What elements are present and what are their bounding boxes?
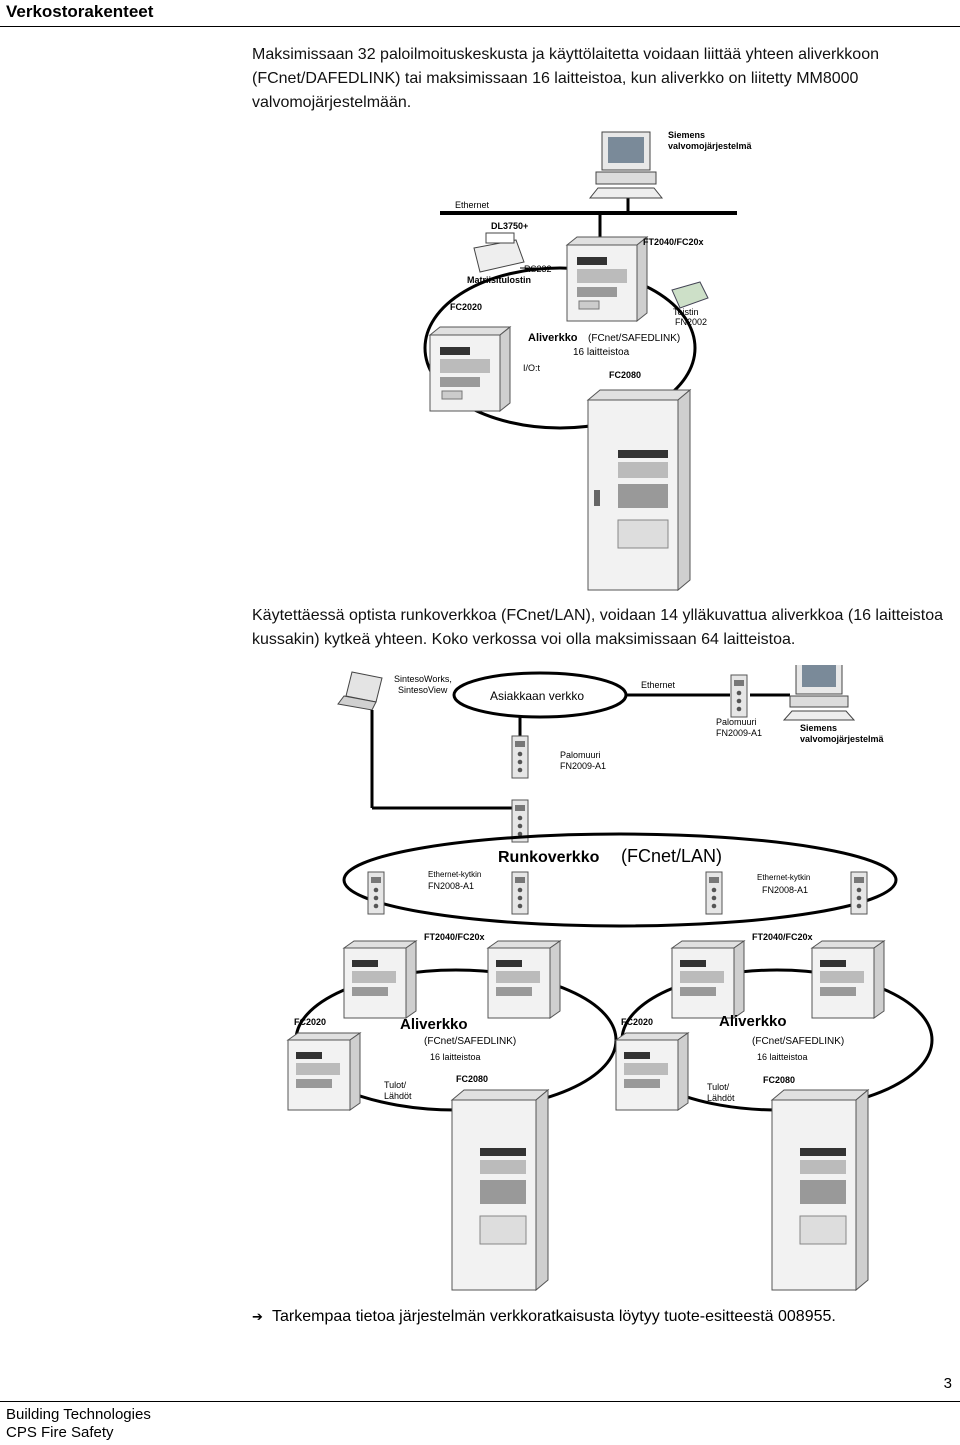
subnet-diagram: Ethernet Siemens valvomojärjestelmä DL37… [423, 130, 753, 591]
asiakkaan-verkko-label: Asiakkaan verkko [490, 689, 584, 703]
switch-module [850, 871, 868, 915]
aliverkko-label: Aliverkko [528, 332, 578, 344]
backbone-diagram: SintesoWorks, SintesoView Asiakkaan verk… [287, 665, 934, 1291]
fcnet-lan-label: (FCnet/LAN) [621, 846, 722, 866]
fc2020-right-label: FC2020 [621, 1017, 653, 1027]
safedlink-left-label: (FCnet/SAFEDLINK) [424, 1036, 516, 1047]
computer-icon [589, 131, 663, 199]
ft2040-panel [566, 236, 648, 322]
page-number: 3 [943, 1375, 952, 1392]
arrow-right-icon: ➔ [252, 1309, 263, 1324]
reference-note: ➔ Tarkempaa tietoa järjestelmän verkkora… [252, 1308, 836, 1326]
footer-division: CPS Fire Safety [6, 1424, 114, 1441]
valvomo-label: valvomojärjestelmä [668, 141, 753, 151]
safedlink-right-label: (FCnet/SAFEDLINK) [752, 1036, 844, 1047]
laitteistoa-label: 16 laitteistoa [573, 347, 630, 358]
reference-note-text: Tarkempaa tietoa järjestelmän verkkoratk… [272, 1308, 836, 1325]
footer-company: Building Technologies [6, 1406, 151, 1423]
fc2020-panel [287, 1032, 361, 1111]
computer-icon [783, 665, 855, 721]
lahdot-left-label: Lähdöt [384, 1091, 412, 1101]
ft2040-panel [671, 940, 745, 1019]
fc2020-panel [429, 326, 511, 412]
siemens-label: Siemens [800, 723, 837, 733]
tulot-left-label: Tulot/ [384, 1080, 407, 1090]
ethernet-label: Ethernet [455, 200, 490, 210]
section-title: Verkostorakenteet [6, 2, 154, 21]
io-label: I/O:t [523, 363, 541, 373]
ft2040-panel [343, 940, 417, 1019]
ft2040-label: FT2040/FC20x [643, 237, 704, 247]
fn2008-label: FN2008-A1 [428, 881, 474, 891]
fc2020-label: FC2020 [450, 302, 482, 312]
ethernet2-label: Ethernet [641, 680, 676, 690]
toistin-label: Toistin [673, 307, 699, 317]
fn2009-2-label: FN2009-A1 [560, 761, 606, 771]
fc2020-left-label: FC2020 [294, 1017, 326, 1027]
repeater-icon [671, 281, 709, 309]
dl3750-label: DL3750+ [491, 221, 528, 231]
laitteistoa-left-label: 16 laitteistoa [430, 1052, 481, 1062]
aliverkko-right-label: Aliverkko [719, 1013, 787, 1030]
sinteso-label: SintesoWorks, [394, 674, 452, 684]
printer-icon [473, 232, 525, 273]
fc2020-panel [615, 1032, 689, 1111]
fn2008-2-label: FN2008-A1 [762, 885, 808, 895]
matriisitulostin-label: Matriisitulostin [467, 275, 531, 285]
laitteistoa-right-label: 16 laitteistoa [757, 1052, 808, 1062]
valvomo-label: valvomojärjestelmä [800, 734, 885, 744]
firewall-module [730, 674, 748, 718]
eth-kytkin2-label: Ethernet-kytkin [757, 873, 810, 882]
switch-module [705, 871, 723, 915]
ft2040-right-label: FT2040/FC20x [752, 932, 813, 942]
fc2080-label: FC2080 [609, 370, 641, 380]
lahdot-right-label: Lähdöt [707, 1093, 735, 1103]
safedlink-label: (FCnet/SAFEDLINK) [588, 333, 680, 344]
fc2080-cabinet [451, 1089, 549, 1291]
ft2040-left-label: FT2040/FC20x [424, 932, 485, 942]
backbone-paragraph: Käytettäessä optista runkoverkkoa (FCnet… [252, 607, 944, 648]
intro-paragraph: Maksimissaan 32 paloilmoituskeskusta ja … [252, 46, 879, 111]
tulot-right-label: Tulot/ [707, 1082, 730, 1092]
runkoverkko-label: Runkoverkko [498, 849, 600, 866]
fc2080-right-label: FC2080 [763, 1075, 795, 1085]
fc2080-cabinet [771, 1089, 869, 1291]
palomuuri-label: Palomuuri [716, 717, 757, 727]
sintesoview-label: SintesoView [398, 685, 448, 695]
fn2009-label: FN2009-A1 [716, 728, 762, 738]
ft2040-panel [487, 940, 561, 1019]
firewall-module [511, 735, 529, 779]
fn2002-label: FN2002 [675, 317, 707, 327]
ft2040-panel [811, 940, 885, 1019]
palomuuri2-label: Palomuuri [560, 750, 601, 760]
fc2080-left-label: FC2080 [456, 1074, 488, 1084]
fc2080-cabinet [587, 389, 691, 591]
header-divider [0, 26, 960, 27]
aliverkko-left-label: Aliverkko [400, 1016, 468, 1033]
footer-divider [0, 1401, 960, 1402]
laptop-icon [337, 671, 383, 711]
rs232-label: RS232 [524, 264, 552, 274]
siemens-label: Siemens [668, 130, 705, 140]
switch-module [511, 871, 529, 915]
eth-kytkin-label: Ethernet-kytkin [428, 870, 481, 879]
switch-module [367, 871, 385, 915]
